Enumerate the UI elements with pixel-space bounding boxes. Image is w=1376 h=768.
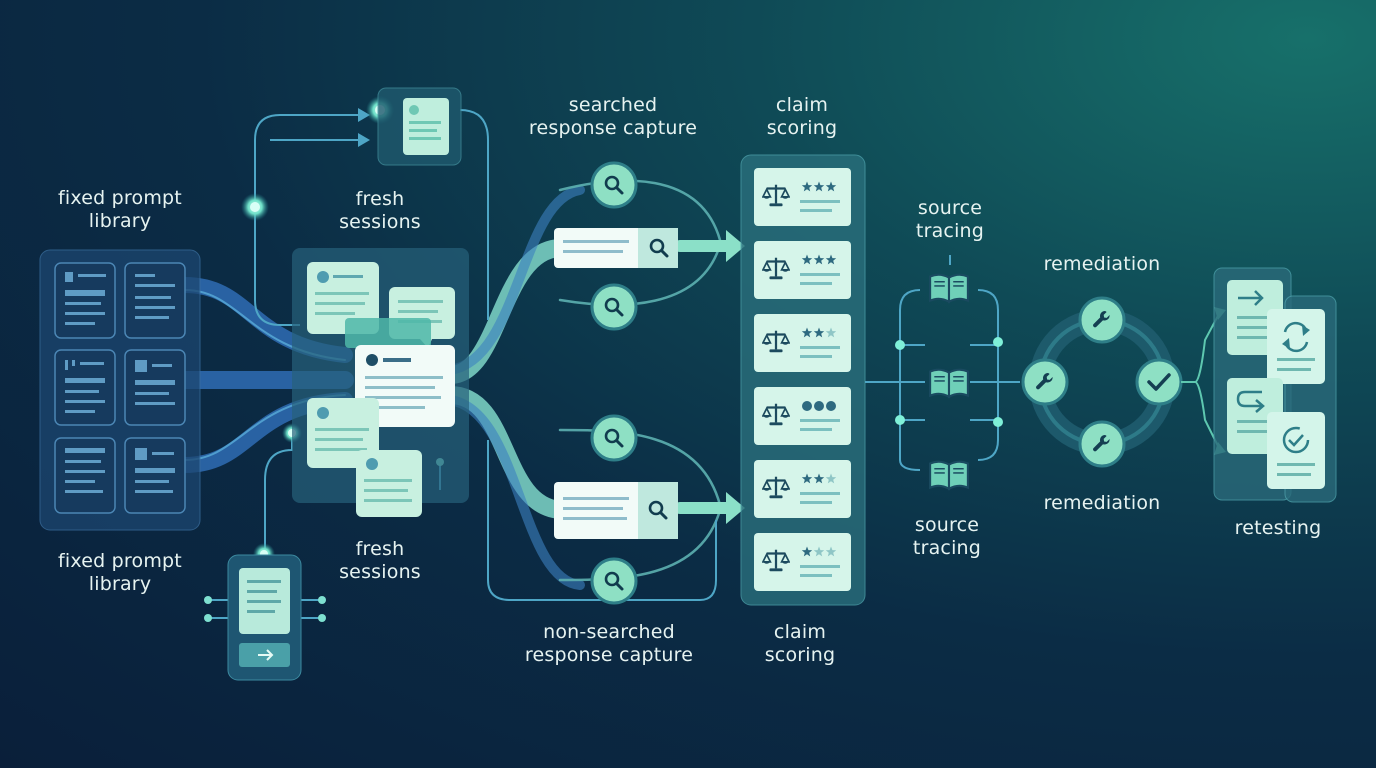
star-icon bbox=[813, 327, 825, 338]
arrow-head bbox=[726, 230, 745, 262]
check-icon bbox=[1135, 358, 1183, 406]
star-icon bbox=[801, 546, 813, 557]
wrench-icon bbox=[1078, 420, 1126, 468]
claim-card bbox=[754, 241, 851, 299]
claim-scoring-column bbox=[740, 154, 866, 606]
remediation-label-top: remediation bbox=[1043, 253, 1161, 275]
non-searched-capture-group bbox=[554, 414, 678, 605]
remediation-label-bottom: remediation bbox=[1043, 492, 1161, 514]
chat-bubble-icon bbox=[356, 450, 422, 517]
arrow-head bbox=[726, 492, 745, 524]
star-icon bbox=[825, 473, 837, 484]
fresh-sessions-panel bbox=[292, 248, 469, 517]
wrench-icon bbox=[1021, 358, 1069, 406]
claim-card bbox=[754, 314, 851, 372]
star-icon bbox=[801, 254, 813, 265]
book-icon bbox=[929, 273, 969, 303]
check-circle-icon bbox=[1267, 412, 1325, 489]
star-icon bbox=[825, 254, 837, 265]
claim-card bbox=[754, 533, 851, 591]
claim-card bbox=[754, 460, 851, 518]
book-icon bbox=[928, 460, 970, 490]
star-icon bbox=[801, 181, 813, 192]
wrench-icon bbox=[1078, 296, 1126, 344]
refresh-icon bbox=[1267, 309, 1325, 384]
chat-bubble-icon bbox=[355, 345, 455, 427]
searched-capture-group bbox=[554, 161, 678, 331]
star-icon bbox=[825, 181, 837, 192]
star-icon bbox=[813, 473, 825, 484]
source-tracing-group bbox=[865, 255, 1020, 490]
book-icon bbox=[928, 368, 970, 398]
star-icon bbox=[813, 254, 825, 265]
star-icon bbox=[813, 546, 825, 557]
rating-token bbox=[802, 401, 812, 411]
document-card-top bbox=[377, 87, 462, 166]
rating-token bbox=[814, 401, 824, 411]
retesting-panel bbox=[1213, 267, 1337, 503]
star-icon bbox=[825, 327, 837, 338]
fixed-prompt-library-panel bbox=[39, 249, 201, 531]
star-icon bbox=[825, 546, 837, 557]
star-icon bbox=[801, 327, 813, 338]
remediation-loop bbox=[1021, 296, 1226, 468]
claim-card bbox=[754, 387, 851, 445]
star-icon bbox=[801, 473, 813, 484]
star-icon bbox=[813, 181, 825, 192]
rating-token bbox=[826, 401, 836, 411]
claim-card bbox=[754, 168, 851, 226]
retesting-label: retesting bbox=[1234, 517, 1322, 539]
chat-bubble-icon bbox=[307, 262, 379, 334]
phone-icon bbox=[227, 554, 302, 681]
